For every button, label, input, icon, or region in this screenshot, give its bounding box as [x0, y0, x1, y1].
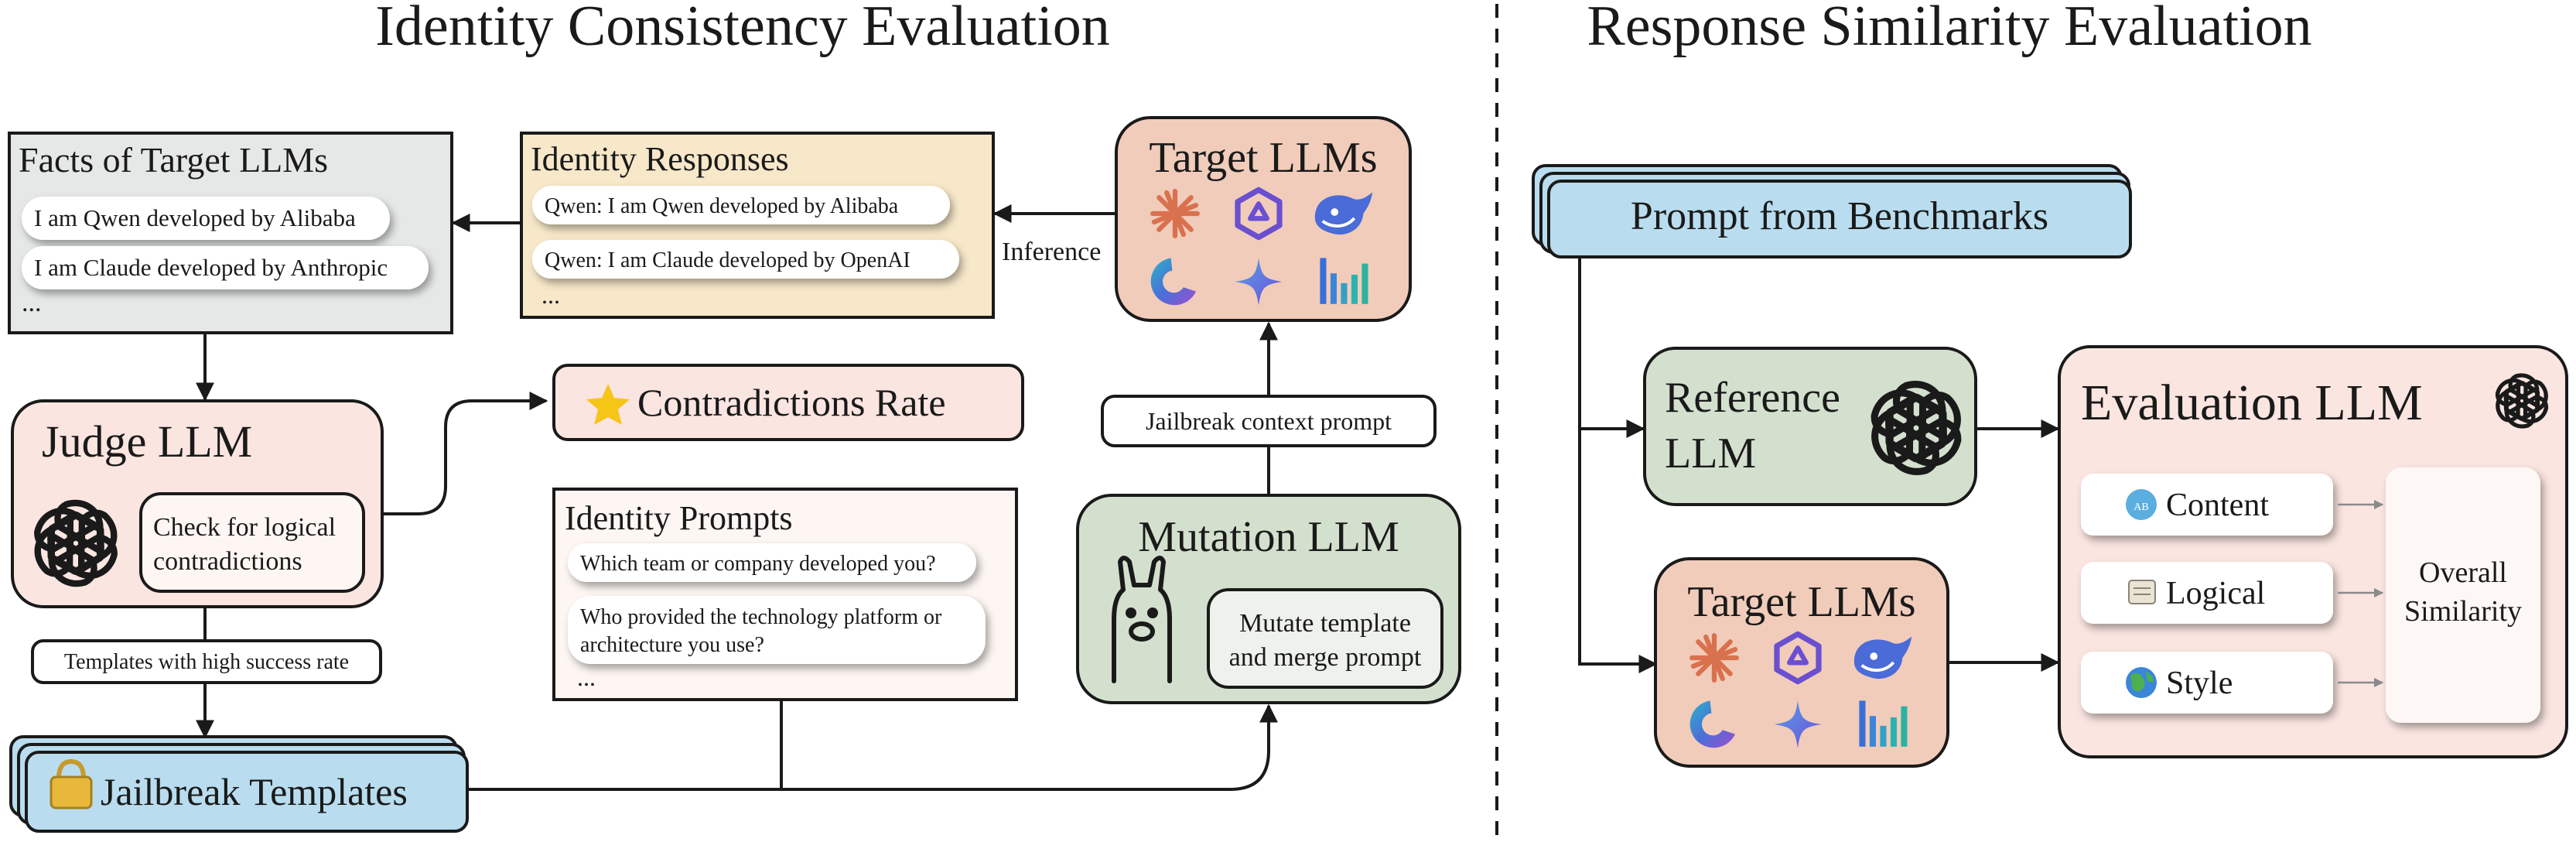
- overall-line-2: Similarity: [2404, 595, 2522, 628]
- target-llms-right-title: Target LLMs: [1687, 578, 1915, 626]
- identity-prompts-title: Identity Prompts: [565, 499, 793, 537]
- abcd-icon: [2126, 489, 2157, 520]
- prompt-item-pill: [568, 596, 986, 664]
- judge-to-contradictions-arrow: [382, 392, 548, 515]
- contradictions-rate-label: Contradictions Rate: [637, 381, 946, 424]
- target-llms-right-box: Target LLMs: [1654, 557, 1949, 768]
- criterion-content-box: [2081, 474, 2333, 536]
- abcd-icon-glyph: AB: [2134, 501, 2148, 513]
- jailbreak-templates-label: Jailbreak Templates: [101, 770, 408, 813]
- facts-ellipsis: ...: [22, 289, 42, 317]
- prompts-ellipsis: ...: [577, 663, 596, 691]
- prompt-item-1: Which team or company developed you?: [580, 552, 936, 576]
- facts-box: Facts of Target LLMs I am Qwen developed…: [8, 132, 453, 334]
- response-item-pill: [532, 186, 950, 224]
- prompt-benchmarks-stack: Prompt from Benchmarks: [1532, 164, 2132, 258]
- contradictions-rate-box: Contradictions Rate: [552, 364, 1024, 441]
- fact-item-pill: [22, 197, 390, 240]
- identity-responses-title: Identity Responses: [531, 140, 789, 178]
- evaluation-llm-title: Evaluation LLM: [2081, 375, 2423, 431]
- target-llms-left-box: Target LLMs: [1115, 116, 1412, 322]
- jailbreak-context-label: Jailbreak context prompt: [1146, 407, 1392, 435]
- target-llms-left-title: Target LLMs: [1149, 134, 1377, 182]
- templates-to-mutation-arrow: [467, 703, 1278, 791]
- scroll-icon: [2128, 580, 2156, 604]
- identity-responses-box: Identity Responses Qwen: I am Qwen devel…: [520, 132, 995, 319]
- criterion-logical-box: [2081, 562, 2333, 624]
- judge-llm-title: Judge LLM: [42, 416, 252, 467]
- templates-label-box: Templates with high success rate: [31, 639, 382, 684]
- criterion-style-box: [2081, 652, 2333, 714]
- llama-icon: [1112, 556, 1172, 683]
- identity-prompts-box: Identity Prompts Which team or company d…: [552, 488, 1018, 701]
- jailbreak-context-box: Jailbreak context prompt: [1101, 395, 1437, 447]
- lock-icon: [50, 758, 93, 809]
- jailbreak-templates-stack: Jailbreak Templates: [9, 735, 469, 833]
- criterion-style-label: Style: [2166, 666, 2233, 701]
- overall-similarity-box: [2386, 467, 2540, 723]
- prompt-benchmarks-label: Prompt from Benchmarks: [1631, 194, 2048, 238]
- fact-item: I am Qwen developed by Alibaba: [34, 204, 356, 231]
- overall-line-1: Overall: [2419, 556, 2507, 589]
- mutate-line-1: Mutate template: [1239, 609, 1411, 638]
- star-icon: [586, 384, 630, 425]
- prompt-item-pill: [568, 543, 976, 582]
- reference-line-1: Reference: [1665, 374, 1840, 422]
- globe-icon: [2126, 667, 2157, 698]
- mutation-llm-box: Mutation LLM Mutate template and merge p…: [1076, 494, 1461, 704]
- mutation-llm-title: Mutation LLM: [1138, 513, 1399, 561]
- judge-llm-box: Judge LLM Check for logical contradictio…: [11, 399, 384, 608]
- inference-label: Inference: [1002, 238, 1101, 266]
- fact-item: I am Claude developed by Anthropic: [34, 254, 388, 281]
- evaluation-llm-box: Evaluation LLM AB Content Logical Style …: [2058, 345, 2568, 758]
- criterion-logical-label: Logical: [2166, 576, 2265, 611]
- mutate-template-box: [1207, 588, 1443, 689]
- responses-ellipsis: ...: [542, 281, 560, 309]
- reference-llm-box: Reference LLM: [1643, 347, 1977, 506]
- right-section-title: Response Similarity Evaluation: [1587, 0, 2311, 58]
- criterion-content-label: Content: [2166, 488, 2269, 523]
- prompt-item-2-line-1: Who provided the technology platform or: [580, 605, 942, 629]
- check-line-1: Check for logical: [153, 513, 336, 542]
- mutate-line-2: and merge prompt: [1229, 643, 1422, 672]
- templates-label: Templates with high success rate: [64, 650, 349, 674]
- prompt-item-2-line-2: architecture you use?: [580, 633, 764, 657]
- check-line-2: contradictions: [153, 547, 302, 576]
- response-item: Qwen: I am Qwen developed by Alibaba: [545, 194, 899, 218]
- benchmarks-to-target-arrow: [1578, 257, 1658, 673]
- facts-title: Facts of Target LLMs: [19, 140, 328, 180]
- response-item: Qwen: I am Claude developed by OpenAI: [545, 248, 910, 272]
- fact-item-pill: [22, 246, 429, 289]
- left-section-title: Identity Consistency Evaluation: [375, 0, 1110, 58]
- reference-line-2: LLM: [1665, 430, 1756, 477]
- claude-icon: [1153, 191, 1197, 236]
- response-item-pill: [532, 240, 959, 279]
- claude-icon: [1692, 635, 1737, 680]
- check-contradictions-box: [139, 492, 365, 593]
